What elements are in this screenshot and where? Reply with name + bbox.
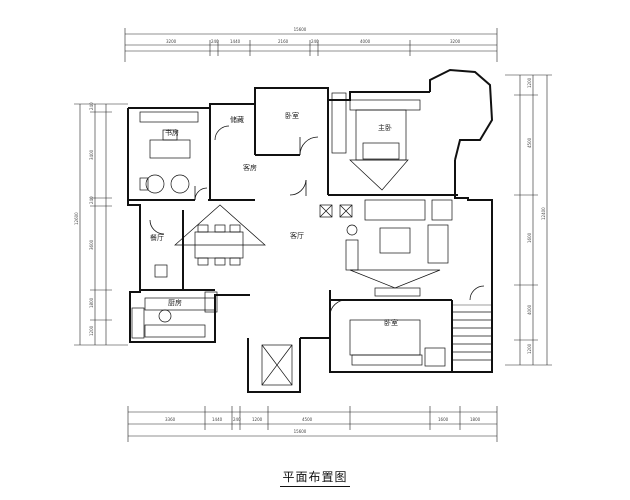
dim-bottom-6: 1600	[438, 417, 449, 422]
dim-left-6: 1200	[89, 325, 94, 336]
dim-right-5: 1200	[527, 343, 532, 354]
dim-bottom-total: 15600	[294, 429, 307, 434]
dim-bottom-3: 240	[233, 417, 241, 422]
dim-bottom-5: 4500	[302, 417, 313, 422]
dim-left-1: 240	[89, 102, 94, 110]
dim-top-1: 3200	[166, 39, 177, 44]
dim-top-6: 4000	[360, 39, 371, 44]
dim-top-total: 15600	[294, 27, 307, 32]
dim-left-total: 12600	[74, 212, 79, 225]
label-storage: 储藏	[230, 115, 244, 124]
dim-top-4: 2160	[278, 39, 289, 44]
label-living: 客厅	[290, 231, 304, 240]
dim-bottom-2: 1440	[212, 417, 223, 422]
label-master: 主卧	[378, 123, 392, 132]
walls	[127, 68, 494, 393]
dim-left-3: 240	[89, 196, 94, 204]
dim-left-5: 1800	[89, 297, 94, 308]
dim-top-3: 1440	[230, 39, 241, 44]
dim-bottom-7: 1800	[470, 417, 481, 422]
dim-left-4: 3600	[89, 239, 94, 250]
dim-top-7: 3200	[450, 39, 461, 44]
dimension-lines	[74, 28, 552, 442]
drawing-title: 平面布置图	[280, 468, 350, 487]
label-bedroom-top: 卧室	[285, 111, 299, 120]
doors	[149, 125, 485, 316]
label-kitchen: 厨房	[168, 298, 182, 307]
dim-top-2: 240	[211, 39, 219, 44]
dim-left-2: 3400	[89, 149, 94, 160]
label-study: 书房	[165, 128, 179, 137]
dim-right-total: 12400	[541, 207, 546, 220]
dim-top-5: 240	[311, 39, 319, 44]
dim-right-4: 4000	[527, 304, 532, 315]
furniture	[131, 92, 493, 386]
drawing-title-wrapper: 平面布置图	[0, 466, 630, 487]
dim-right-1: 1200	[527, 77, 532, 88]
dim-bottom-1: 3360	[165, 417, 176, 422]
room-labels: 储藏 书房 卧室 主卧 客房 餐厅 厨房 客厅 卧室	[150, 111, 398, 327]
label-dining: 餐厅	[150, 233, 164, 242]
label-guest: 客房	[243, 163, 257, 172]
dimension-texts: 15600 3200 240 1440 2160 240 4000 3200 1…	[74, 27, 546, 434]
dim-bottom-4: 1200	[252, 417, 263, 422]
label-bedroom-bottom: 卧室	[384, 318, 398, 327]
dim-right-2: 4500	[527, 137, 532, 148]
dim-right-3: 1600	[527, 232, 532, 243]
